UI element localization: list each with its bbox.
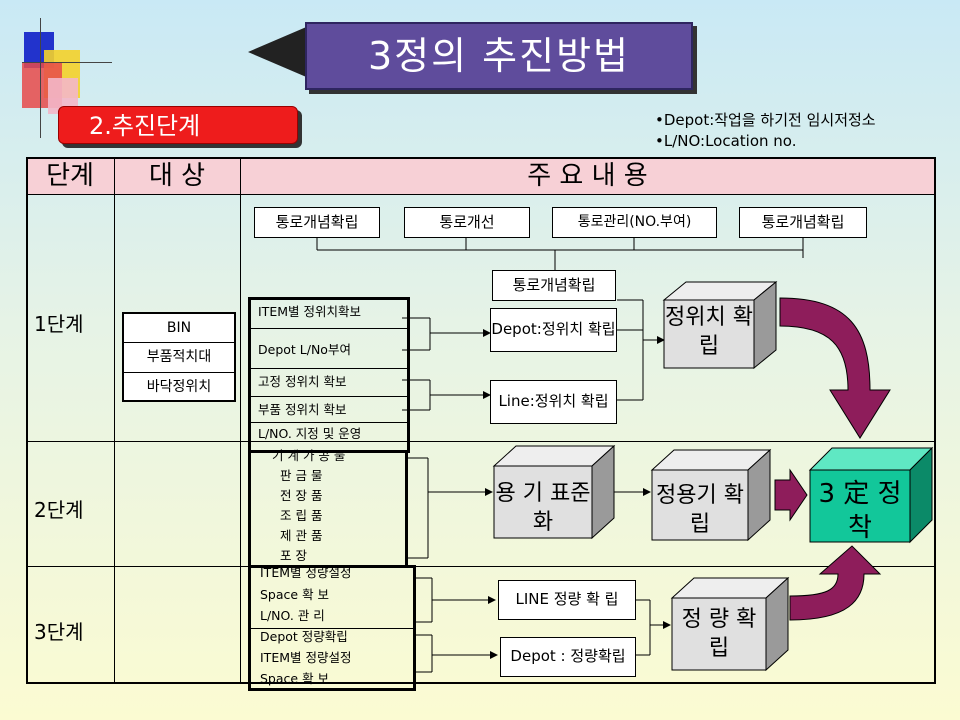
process-table <box>26 157 936 684</box>
stage3-item: Space 확 보 <box>260 587 330 602</box>
stage1-item: 부품 정위치 확보 <box>258 402 347 417</box>
stage2-item: 제 관 품 <box>280 528 323 543</box>
divider <box>250 422 408 423</box>
grid-line <box>240 158 241 683</box>
cube-location-label: 정위치 확 립 <box>665 305 753 359</box>
divider <box>250 396 408 397</box>
cube-standard-container-label: 정용기 확 립 <box>656 483 744 537</box>
line-location-box: Line:정위치 확립 <box>490 380 617 424</box>
header-target: 대 상 <box>148 161 206 191</box>
page-title: 3정의 추진방법 <box>305 22 693 90</box>
flow-arrows <box>774 297 891 621</box>
stage1-item: Depot L/No부여 <box>258 342 351 357</box>
stage3-item: Depot 정량확립 <box>260 629 348 644</box>
divider <box>250 628 414 629</box>
stage3-items-frame <box>248 565 416 691</box>
divider <box>250 368 408 369</box>
stage3-item: ITEM별 정량설정 <box>260 565 352 580</box>
grid-line <box>114 158 115 683</box>
step-heading: 2.추진단계 <box>58 106 298 144</box>
target-parts-rack: 부품적치대 <box>124 343 234 373</box>
stage3-item: L/NO. 관 리 <box>260 608 325 623</box>
cube-final-label: 3 定 정착 <box>818 479 902 543</box>
stage1-item: ITEM별 정위치확보 <box>258 304 361 319</box>
target-bin: BIN <box>124 314 234 343</box>
stage-2-label: 2단계 <box>34 498 84 522</box>
top-box-passage-concept-2: 통로개념확립 <box>739 207 867 238</box>
depot-quantity-box: Depot : 정량확립 <box>500 637 636 677</box>
stage-1-label: 1단계 <box>34 312 84 336</box>
divider <box>250 328 408 329</box>
cube-container-label: 용 기 표준화 <box>495 481 591 535</box>
line-quantity-box: LINE 정량 확 립 <box>498 580 636 620</box>
stage3-item: ITEM별 정량설정 <box>260 650 352 665</box>
header-stage: 단계 <box>46 161 94 191</box>
stage2-item: 포 장 <box>280 548 307 563</box>
stage2-items-frame <box>248 450 408 568</box>
top-box-passage-improvement: 통로개선 <box>404 207 530 238</box>
top-box-passage-concept-1: 통로개념확립 <box>254 207 380 238</box>
grid-line <box>27 566 935 567</box>
target-floor: 바닥정위치 <box>146 379 212 395</box>
target-box: BIN 부품적치대 바닥정위치 <box>122 312 236 402</box>
grid-line <box>27 441 935 442</box>
note-lno: •L/NO:Location no. <box>655 132 797 150</box>
stage2-item: 기 계 가 공 물 <box>272 448 346 463</box>
table-header-row <box>27 158 935 195</box>
depot-location-box: Depot:정위치 확립 <box>490 308 617 352</box>
top-box-passage-management: 통로관리(NO.부여) <box>552 207 717 238</box>
cube-shapes <box>492 280 934 672</box>
stage1-item: 고정 정위치 확보 <box>258 374 347 389</box>
note-depot: •Depot:작업을 하기전 임시저정소 <box>655 111 876 129</box>
corner-decoration <box>22 18 112 138</box>
header-content: 주 요 내 용 <box>527 161 648 191</box>
stage2-item: 전 장 품 <box>280 488 323 503</box>
stage1-item: L/NO. 지정 및 운영 <box>258 426 362 441</box>
stage2-item: 조 립 품 <box>280 508 323 523</box>
mid-box-passage-concept: 통로개념확립 <box>492 270 616 301</box>
stage3-item: Space 확 보 <box>260 671 330 686</box>
cube-quantity-label: 정 량 확 립 <box>681 607 757 661</box>
stage2-item: 판 금 물 <box>280 468 323 483</box>
stage-3-label: 3단계 <box>34 620 84 644</box>
